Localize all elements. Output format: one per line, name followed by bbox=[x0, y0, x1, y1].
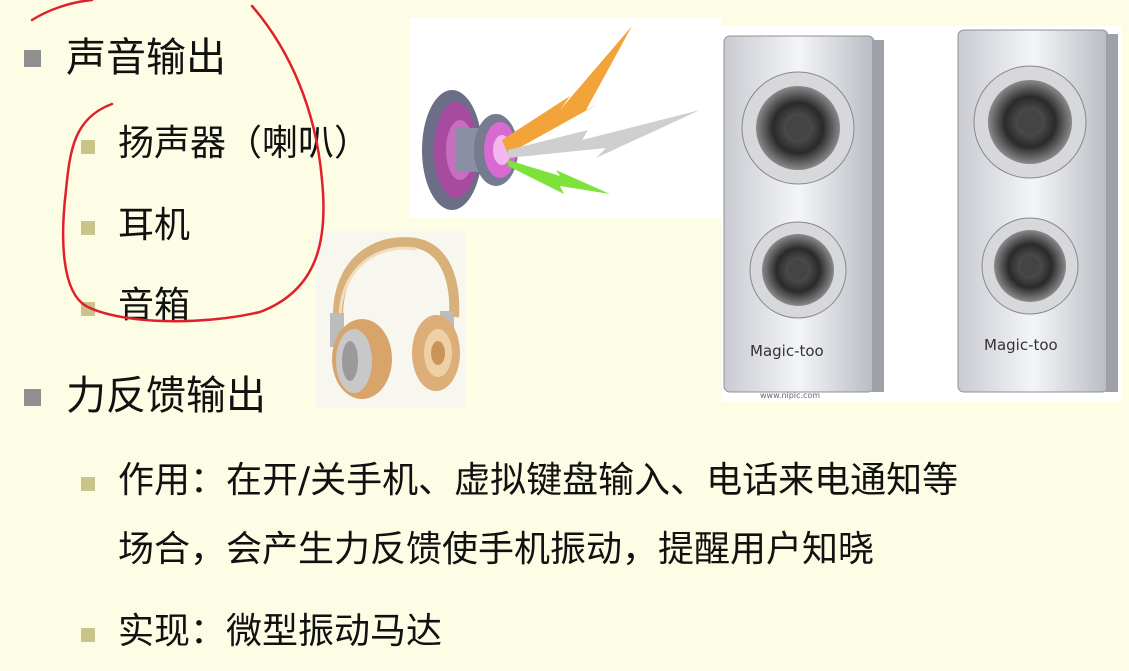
bullet-square bbox=[24, 389, 41, 406]
speaker-brand-right: Magic-too bbox=[984, 336, 1058, 354]
bullet-square bbox=[24, 50, 41, 67]
headphones-icon bbox=[330, 237, 460, 399]
item-headphones: 耳机 bbox=[118, 205, 191, 246]
bullet-square bbox=[81, 140, 95, 154]
heading-force-feedback: 力反馈输出 bbox=[66, 373, 266, 419]
bullet-square bbox=[81, 221, 95, 235]
bullet-square bbox=[81, 302, 95, 316]
heading-sound-output: 声音输出 bbox=[66, 35, 226, 81]
headphones-image bbox=[316, 231, 465, 408]
item-speaker: 扬声器（喇叭） bbox=[118, 123, 371, 164]
item-effect-line1: 作用：在开/关手机、虚拟键盘输入、电话来电通知等 bbox=[118, 460, 959, 501]
speaker-box-icon: Magic-too Magic-too www.nipic.com bbox=[723, 29, 1118, 400]
item-implementation: 实现：微型振动马达 bbox=[118, 611, 443, 652]
bullet-square bbox=[81, 628, 95, 642]
loudspeaker-image bbox=[410, 18, 722, 218]
watermark: www.nipic.com bbox=[760, 391, 820, 400]
item-speaker-box: 音箱 bbox=[118, 285, 191, 326]
bullet-square bbox=[81, 477, 95, 491]
loudspeaker-icon bbox=[422, 26, 700, 210]
speaker-boxes-image: Magic-too Magic-too www.nipic.com bbox=[722, 26, 1122, 402]
speaker-brand-left: Magic-too bbox=[750, 342, 824, 360]
item-effect-line2: 场合，会产生力反馈使手机振动，提醒用户知晓 bbox=[118, 529, 875, 570]
